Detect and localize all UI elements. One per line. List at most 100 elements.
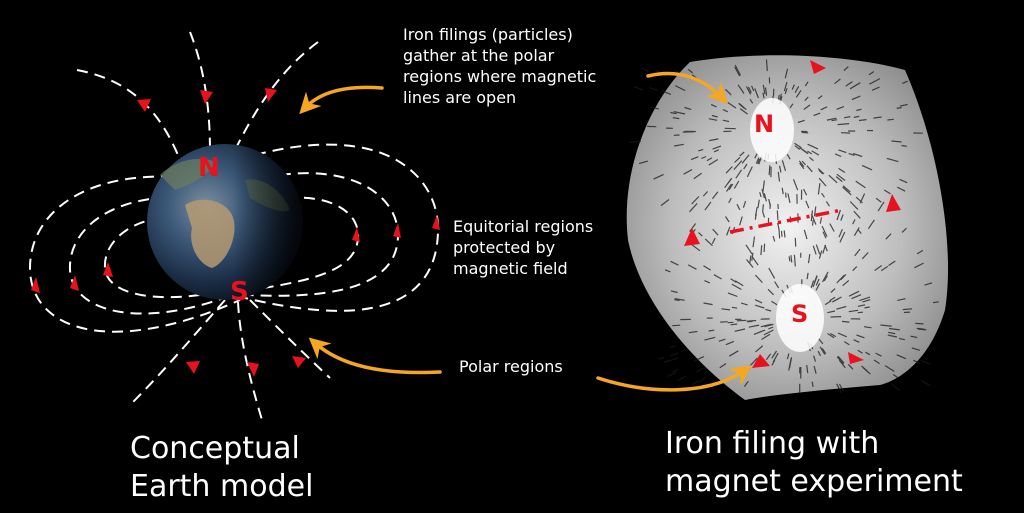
iron-filing-streak: [852, 266, 858, 272]
iron-filing-streak: [768, 267, 776, 279]
iron-filing-streak: [830, 288, 836, 293]
field-direction-arrows: [31, 88, 440, 377]
iron-filing-streak: [924, 282, 933, 286]
iron-filing-streak: [853, 227, 860, 237]
iron-filing-streak: [768, 326, 774, 330]
iron-filing-streak: [746, 259, 754, 268]
iron-filing-streak: [843, 66, 849, 72]
iron-filing-streak: [653, 173, 664, 180]
iron-filing-streak: [803, 104, 811, 110]
iron-filing-streak: [753, 329, 766, 335]
arrow-icon: [292, 356, 306, 368]
iron-filing-streak: [745, 86, 752, 95]
iron-filing-streak: [722, 119, 730, 123]
iron-filing-streak: [786, 154, 791, 160]
iron-filing-streak: [836, 383, 842, 394]
iron-filing-streak: [819, 346, 826, 355]
iron-filing-streak: [743, 163, 748, 170]
iron-filing-streak: [838, 228, 843, 238]
iron-filing-streak: [762, 92, 765, 99]
iron-filing-streak: [827, 310, 836, 314]
iron-filing-streak: [746, 166, 753, 178]
iron-filing-streak: [853, 115, 860, 118]
iron-filing-streak: [851, 95, 861, 101]
iron-filing-streak: [783, 230, 786, 238]
iron-filing-streak: [670, 111, 677, 115]
iron-filing-streak: [721, 308, 731, 311]
iron-filing-streak: [803, 229, 808, 240]
iron-filing-streak: [781, 187, 784, 195]
iron-filing-streak: [790, 255, 793, 263]
iron-filing-streak: [754, 299, 763, 304]
iron-filing-streak: [784, 88, 788, 95]
field-open-bottom-1: [129, 299, 226, 406]
iron-filing-streak: [811, 381, 814, 387]
iron-filing-streak: [871, 86, 880, 91]
iron-filing-streak: [768, 198, 771, 207]
iron-filing-streak: [693, 172, 702, 180]
iron-filing-streak: [724, 177, 733, 189]
iron-filing-streak: [852, 219, 856, 225]
field-loop-left-mid: [68, 195, 233, 315]
iron-filing-streak: [896, 354, 907, 360]
iron-filing-streak: [812, 245, 817, 255]
iron-filing-streak: [771, 350, 778, 359]
field-loop-left-inner: [103, 215, 229, 299]
iron-filing-streak: [704, 238, 713, 247]
iron-filing-streak: [817, 95, 823, 100]
iron-filing-streak: [677, 375, 687, 382]
iron-filing-streak: [701, 155, 707, 160]
iron-filing-streak: [815, 244, 821, 255]
field-open-top-2: [189, 31, 211, 153]
iron-filing-streak: [841, 320, 850, 323]
iron-filing-streak: [664, 269, 671, 273]
iron-filing-streak: [817, 183, 821, 195]
iron-filing-streak: [807, 254, 811, 264]
iron-filing-streak: [684, 106, 692, 110]
iron-filing-streak: [660, 199, 670, 207]
iron-filing-streak: [823, 275, 828, 282]
iron-filing-streak: [629, 140, 641, 143]
iron-filing-streak: [820, 106, 828, 111]
iron-filing-streak: [711, 114, 718, 118]
field-open-bottom-3: [249, 299, 331, 379]
iron-filing-streak: [728, 183, 734, 191]
iron-filing-streak: [641, 67, 650, 73]
iron-filing-streak: [799, 162, 805, 170]
iron-filing-streak: [806, 165, 813, 173]
iron-filing-streak: [748, 324, 760, 328]
iron-filing-streak: [747, 86, 752, 94]
iron-filing-streak: [865, 351, 871, 356]
iron-filing-streak: [857, 304, 866, 307]
iron-filing-streak: [884, 365, 895, 372]
callout-arrows: [299, 71, 752, 392]
iron-filing-streak: [875, 197, 882, 203]
iron-filing-streak: [691, 196, 700, 205]
iron-filing-streak: [887, 334, 898, 338]
iron-filing-streak: [810, 280, 815, 289]
iron-filing-streak: [843, 116, 851, 119]
earth-south-label: S: [230, 277, 249, 307]
iron-filing-streak: [835, 176, 843, 183]
iron-filing-streak: [752, 236, 756, 248]
iron-filing-streak: [818, 250, 823, 259]
iron-filing-streak: [762, 211, 766, 218]
iron-filing-streak: [722, 108, 729, 113]
iron-filing-streak: [765, 308, 772, 312]
iron-filing-streak: [845, 81, 853, 87]
iron-filing-streak: [778, 228, 781, 239]
iron-filing-streak: [862, 367, 871, 375]
iron-filing-streak: [883, 189, 891, 195]
iron-filing-streak: [731, 283, 742, 291]
iron-filing-streak: [765, 59, 768, 72]
annotation-iron-filings: Iron filings (particles) gather at the p…: [403, 25, 597, 107]
iron-filing-streak: [875, 352, 882, 357]
iron-filing-streak: [649, 86, 659, 92]
iron-filing-streak: [784, 68, 789, 79]
iron-filing-streak: [689, 202, 698, 213]
iron-filing-streak: [902, 308, 913, 311]
caption-earth-model: Conceptual Earth model: [130, 431, 314, 504]
iron-filing-streak: [772, 235, 776, 242]
iron-filing-streak: [777, 94, 780, 101]
iron-filing-streak: [687, 264, 697, 270]
